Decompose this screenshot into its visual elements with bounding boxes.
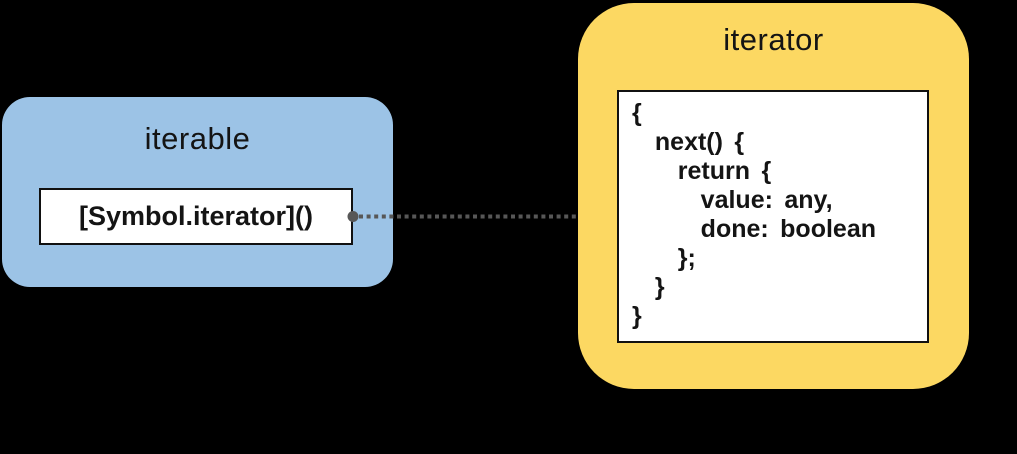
iterator-container: iterator { next() { return { value: any,… xyxy=(578,3,969,389)
iterable-method-box: [Symbol.iterator]() xyxy=(39,188,353,245)
iterable-container: iterable [Symbol.iterator]() xyxy=(2,97,393,287)
iterator-title: iterator xyxy=(723,22,824,57)
arrow-origin-dot xyxy=(347,211,359,222)
iterable-title: iterable xyxy=(144,121,251,156)
symbol-iterator-method-label: [Symbol.iterator]() xyxy=(78,201,313,231)
iterator-code-box: { next() { return { value: any, done: bo… xyxy=(617,90,929,343)
iterator-code: { next() { return { value: any, done: bo… xyxy=(632,99,876,330)
